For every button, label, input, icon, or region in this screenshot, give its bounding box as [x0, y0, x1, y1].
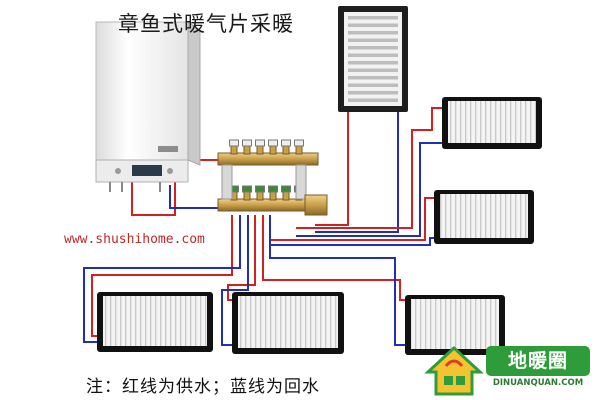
panel-radiator-icon	[232, 292, 344, 354]
towel-bar	[348, 61, 398, 65]
return-valve	[281, 185, 291, 201]
towel-bar	[348, 53, 398, 57]
brand-domain: DINUANQUAN.COM	[492, 378, 584, 388]
supply-pipe-r5	[262, 215, 408, 301]
return-pipe-r4	[221, 215, 249, 346]
towel-bar	[348, 83, 398, 87]
wall-hung-boiler-icon	[95, 21, 201, 192]
supply-valve	[242, 139, 252, 155]
supply-valve	[255, 139, 265, 155]
panel-radiator-icon	[442, 97, 542, 149]
house-logo-icon	[424, 345, 484, 396]
towel-bar	[348, 46, 398, 50]
pipe-network	[83, 107, 448, 346]
towel-bar	[348, 16, 398, 20]
return-valve	[268, 185, 278, 201]
supply-valve	[294, 139, 304, 155]
return-pipe-r5	[269, 215, 408, 346]
diagram-title: 章鱼式暖气片采暖	[118, 12, 294, 36]
return-valve	[242, 185, 252, 201]
towel-bar	[348, 76, 398, 80]
brand-logo: 地暖圈 DINUANQUAN.COM	[424, 344, 594, 398]
brass-manifold-icon	[217, 139, 328, 216]
supply-pipe-r4	[227, 215, 256, 301]
panel-radiator-icon	[434, 190, 534, 244]
towel-bar	[348, 98, 398, 102]
panel-radiator-icon	[97, 292, 213, 352]
supply-pipe-r3	[91, 215, 233, 337]
return-pipe-r3	[83, 215, 241, 343]
supply-pipe-towel	[315, 112, 349, 226]
towel-bar	[348, 68, 398, 72]
panel-radiator-icon	[405, 295, 505, 355]
supply-valve	[229, 139, 239, 155]
supply-valve	[281, 139, 291, 155]
towel-bar	[348, 31, 398, 35]
supply-pipe-r1	[296, 107, 448, 229]
towel-bar	[348, 91, 398, 95]
towel-bar	[348, 38, 398, 42]
return-valve	[255, 185, 265, 201]
return-pipe-boiler	[169, 185, 218, 209]
legend-note: 注：红线为供水；蓝线为回水	[86, 377, 320, 397]
return-pipe-r1	[296, 142, 448, 237]
towel-bar	[348, 23, 398, 27]
towel-radiator-icon	[338, 6, 408, 112]
supply-valve	[268, 139, 278, 155]
brand-name: 地暖圈	[486, 346, 590, 376]
watermark-url: www.shushihome.com	[64, 232, 205, 247]
supply-pipe-r2	[270, 197, 440, 241]
return-pipe-towel	[315, 112, 399, 233]
